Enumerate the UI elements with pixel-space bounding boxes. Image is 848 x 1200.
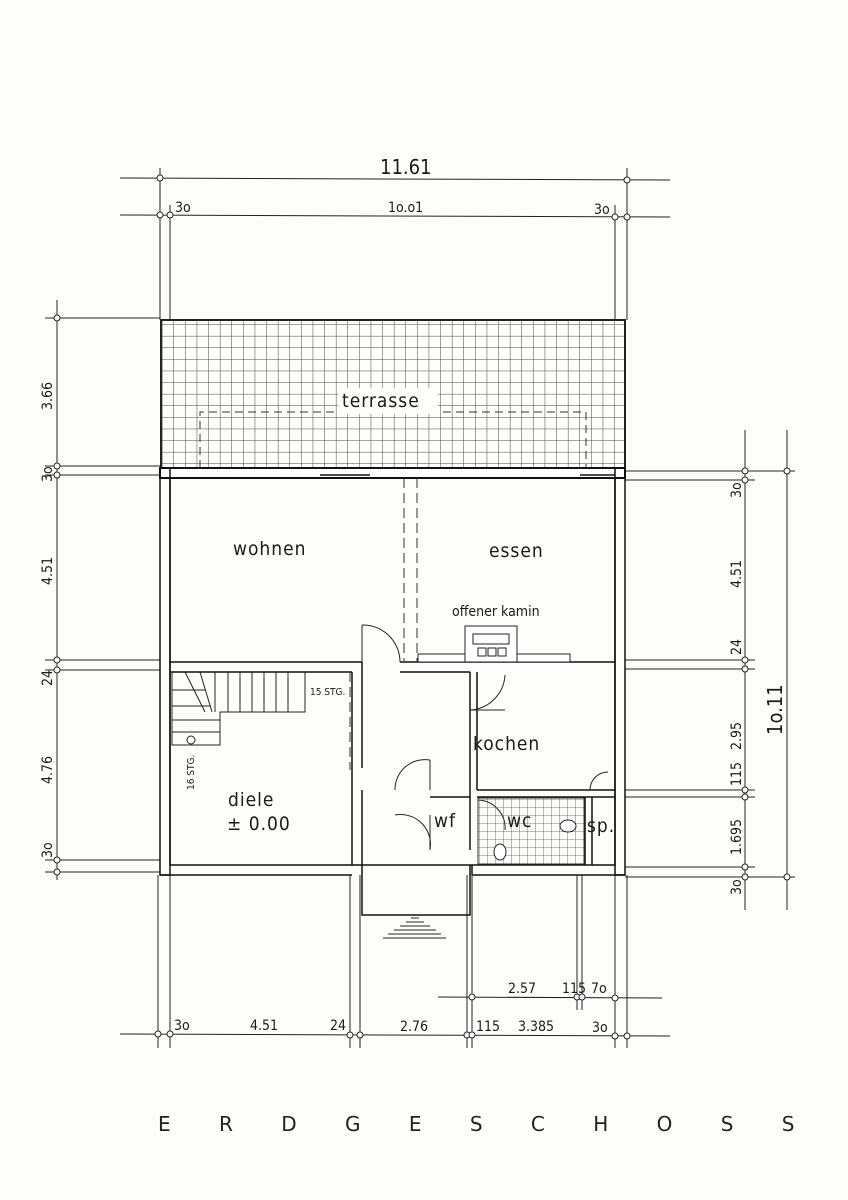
dim-top: 1o.o1 bbox=[388, 200, 423, 216]
washbasin-icon bbox=[559, 819, 577, 833]
dim-bottom-value: 2.76 bbox=[400, 1019, 428, 1035]
toilet-icon bbox=[493, 843, 507, 861]
dim-right-value: 3o bbox=[729, 879, 745, 895]
dim-bottom-inner-value: 115 bbox=[562, 981, 586, 997]
room-label-utility: wf bbox=[434, 810, 456, 832]
dim-bottom-inner-value: 2.57 bbox=[508, 981, 536, 997]
room-label-dining: essen bbox=[489, 540, 544, 562]
room-label-wc: wc bbox=[507, 810, 532, 832]
dim-right-value: 1.695 bbox=[729, 819, 745, 855]
plan-title: E R D G E S C H O S S bbox=[158, 1112, 816, 1136]
entrance-steps-icon bbox=[383, 917, 446, 939]
dim-bottom-value: 3o bbox=[174, 1018, 190, 1034]
dim-left: 3.66 3o 4.51 24 4.76 3o bbox=[40, 382, 56, 858]
stair-count-upper: 15 STG. bbox=[310, 687, 345, 698]
dim-right: 3o 4.51 24 2.95 115 1.695 3o 1o.11 bbox=[729, 482, 787, 895]
dim-bottom-value: 115 bbox=[476, 1019, 500, 1035]
dimension-markers bbox=[53, 174, 791, 1040]
dim-bottom: 3o 4.51 24 2.76 115 3.385 3o bbox=[174, 1018, 608, 1036]
dim-bottom-value: 3.385 bbox=[518, 1019, 554, 1035]
dim-bottom-value: 3o bbox=[592, 1020, 608, 1036]
dim-left-value: 3o bbox=[40, 842, 56, 858]
dim-left-value: 4.51 bbox=[40, 557, 56, 585]
room-label-pantry: sp. bbox=[587, 815, 615, 837]
dim-right-value: 3o bbox=[729, 482, 745, 498]
dim-left-value: 3o bbox=[40, 466, 56, 482]
fireplace-label: offener kamin bbox=[452, 604, 540, 620]
dim-right-value: 2.95 bbox=[729, 722, 745, 750]
room-divider-dashed bbox=[349, 478, 418, 770]
dim-top: 3o bbox=[594, 202, 610, 218]
dim-right-total: 1o.11 bbox=[763, 684, 787, 735]
stair-count-lower: 16 STG. bbox=[186, 755, 197, 790]
dim-right-value: 115 bbox=[729, 762, 745, 786]
room-label-kitchen: kochen bbox=[473, 733, 540, 755]
dim-right-value: 4.51 bbox=[729, 560, 745, 588]
dim-left-value: 4.76 bbox=[40, 756, 56, 784]
dimension-lines bbox=[45, 168, 795, 1048]
hall-level: ± 0.00 bbox=[227, 813, 291, 835]
dim-bottom-value: 4.51 bbox=[250, 1018, 278, 1034]
dim-right-value: 24 bbox=[729, 639, 745, 655]
fireplace-icon bbox=[417, 625, 571, 663]
dim-top-total: 11.61 bbox=[380, 155, 432, 179]
dim-bottom-value: 24 bbox=[330, 1018, 346, 1034]
room-label-hall: diele bbox=[228, 789, 274, 811]
dim-bottom-inner-value: 7o bbox=[591, 981, 607, 997]
dim-left-value: 3.66 bbox=[40, 382, 56, 410]
staircase-icon bbox=[171, 671, 306, 746]
walls bbox=[159, 467, 626, 916]
dim-left-value: 24 bbox=[40, 670, 56, 686]
room-label-terrace: terrasse bbox=[342, 390, 420, 412]
dim-bottom-inner: 2.57 115 7o bbox=[508, 981, 607, 997]
room-label-living: wohnen bbox=[233, 538, 306, 560]
dim-top: 3o bbox=[175, 200, 191, 216]
